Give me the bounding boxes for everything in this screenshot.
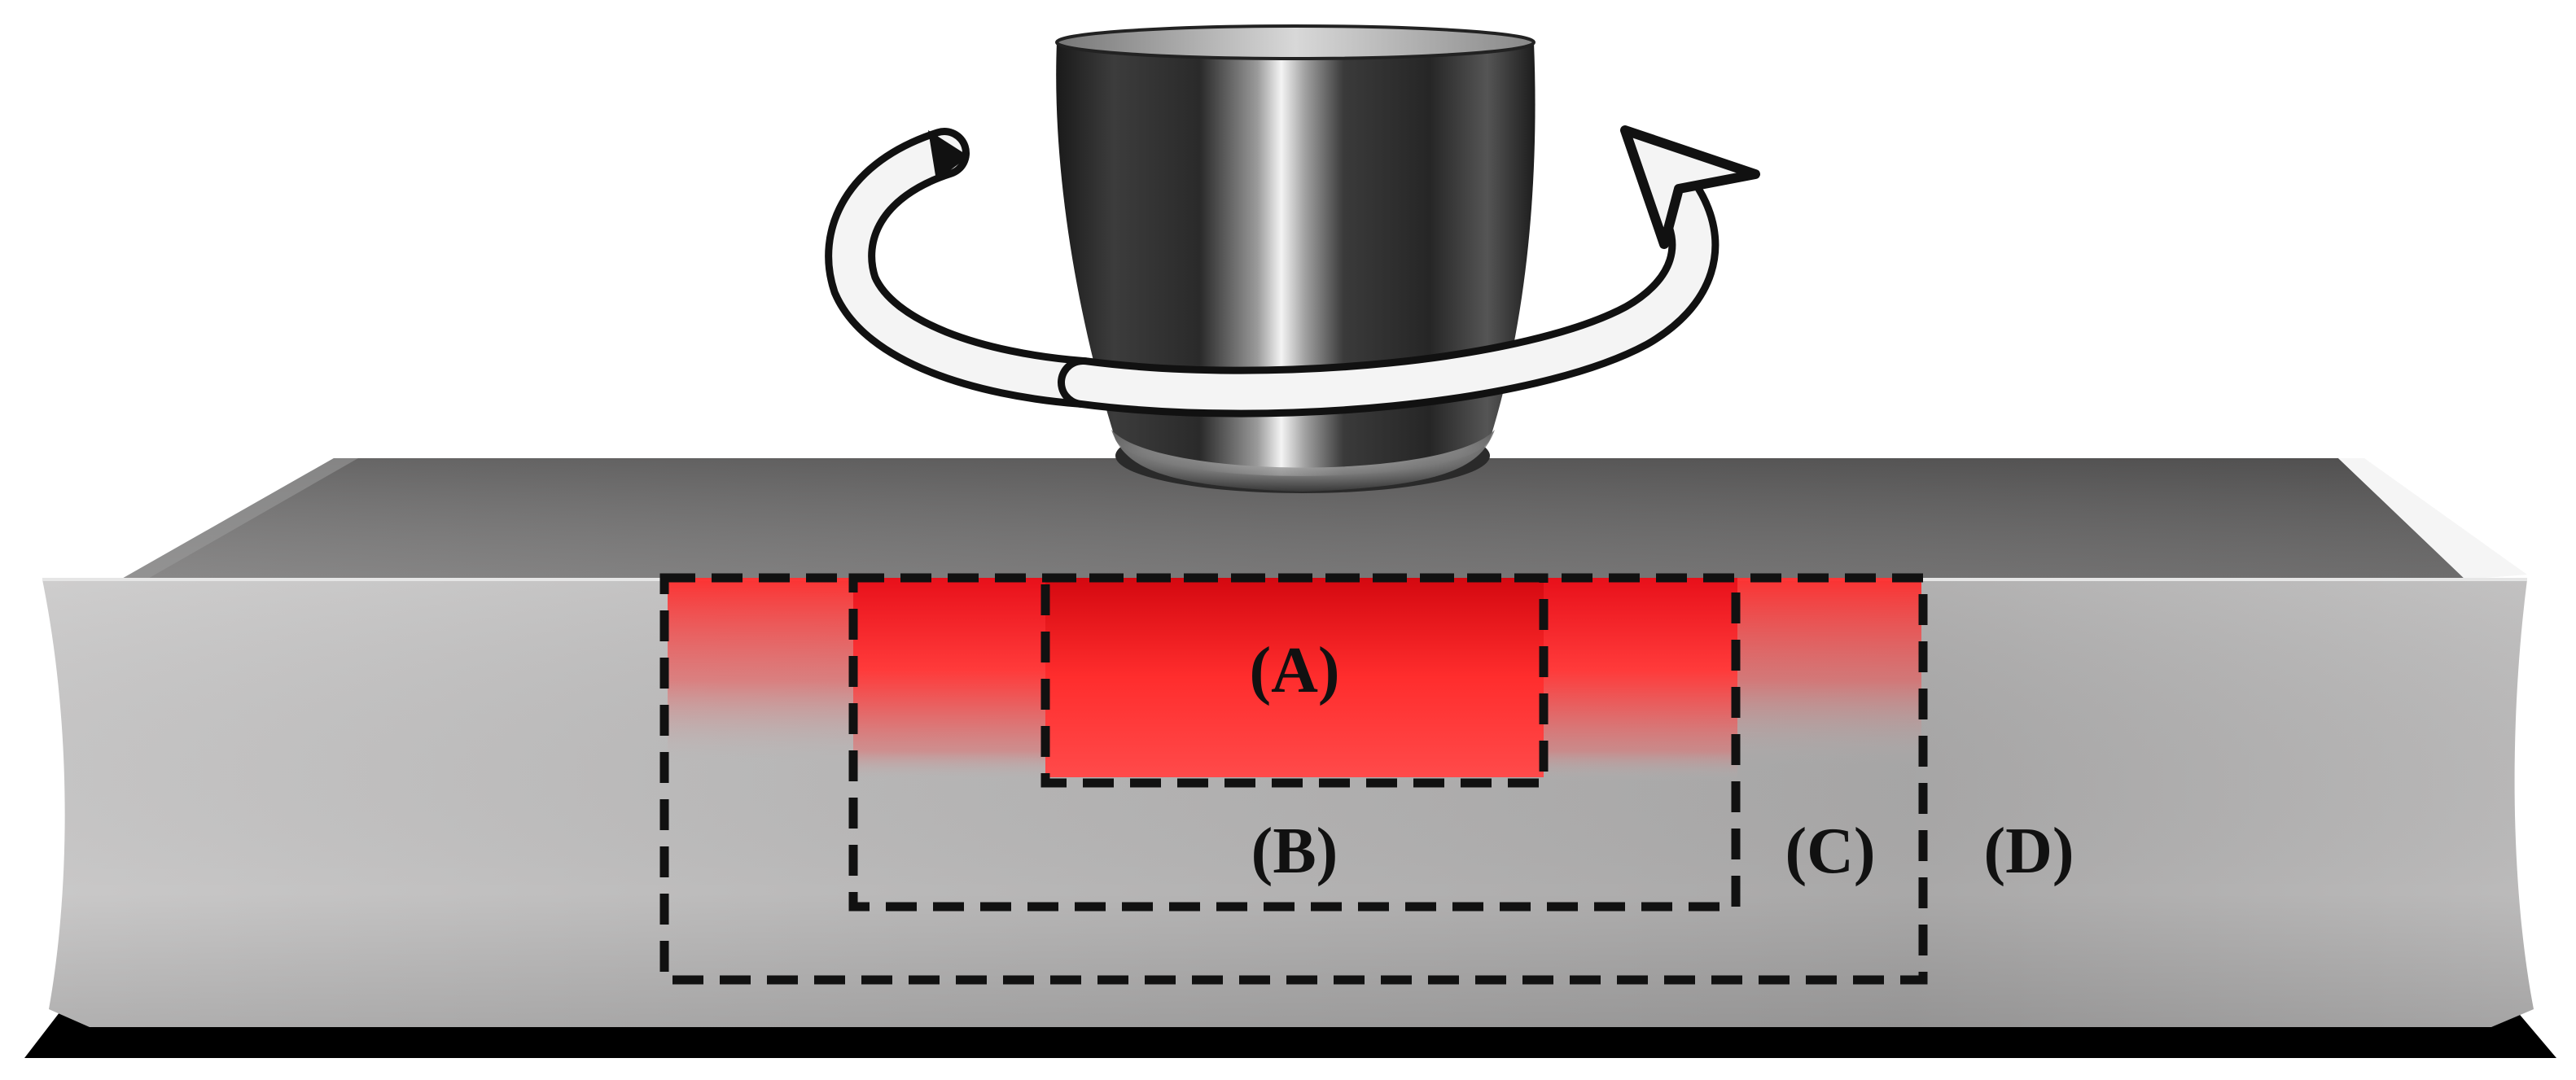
rotation-arrow-icon (825, 128, 1108, 408)
zone-labels: (A) (B) (C) (D) (1249, 635, 2074, 887)
zone-label-a: (A) (1249, 635, 1339, 706)
zone-label-c: (C) (1785, 815, 1875, 887)
rotation-arrow-front (1058, 125, 1760, 418)
tool-top (1057, 26, 1534, 59)
heat-zone-core (1045, 578, 1544, 777)
zone-b-boundary (1040, 573, 1549, 788)
rotating-tool-icon (1055, 24, 1536, 493)
rotation-arrow-head (1620, 125, 1760, 249)
heat-zones (668, 578, 1921, 781)
zone-boundaries (659, 573, 1928, 985)
zone-label-b: (B) (1251, 815, 1338, 887)
zone-label-d: (D) (1983, 815, 2074, 887)
